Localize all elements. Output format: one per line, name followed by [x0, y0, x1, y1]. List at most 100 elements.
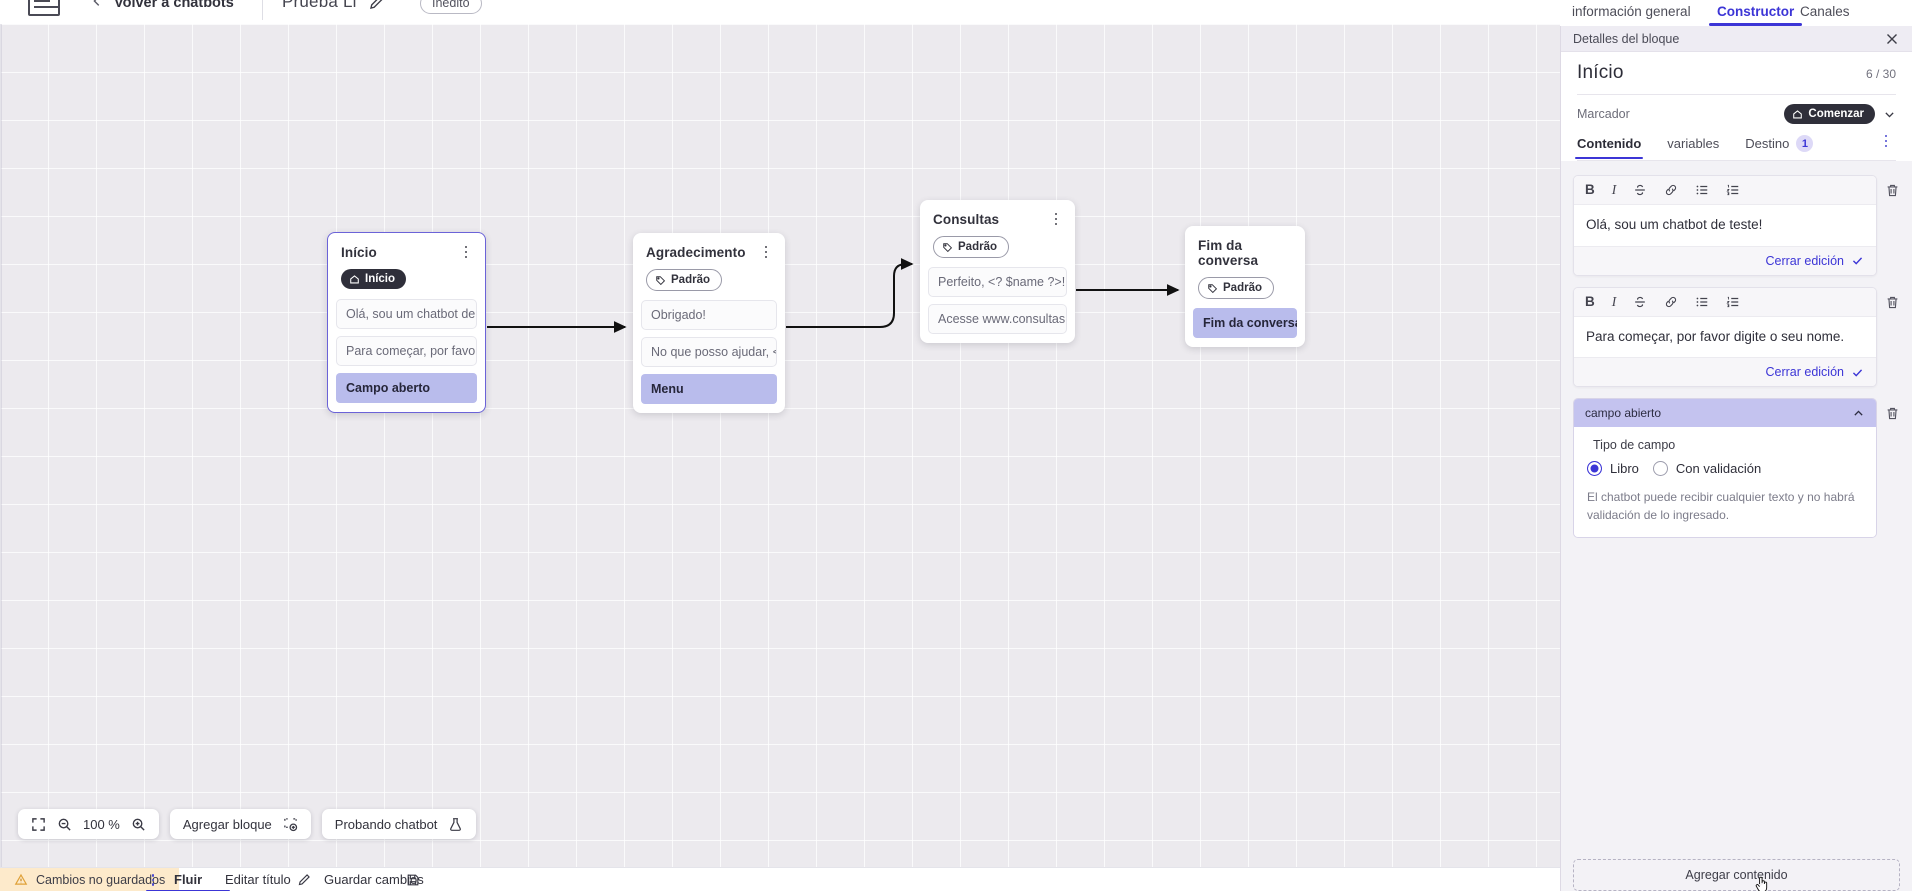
editor-text[interactable]: Para começar, por favor digite o seu nom… [1574, 316, 1876, 358]
rich-text-editor[interactable]: B I Olá, sou um chatbot de teste! Cerrar… [1573, 175, 1877, 276]
italic-icon[interactable]: I [1611, 182, 1617, 198]
node-message-selected[interactable]: Menu [641, 374, 777, 404]
node-body: Obrigado! No que posso ajudar, <? $name … [633, 291, 785, 413]
node-title: Agradecimento [646, 245, 746, 260]
kebab-menu-icon[interactable] [758, 244, 774, 260]
close-edit-label[interactable]: Cerrar edición [1765, 253, 1844, 268]
node-message[interactable]: Para começar, por favor digite o ... [336, 335, 477, 366]
radio-indicator[interactable] [1652, 461, 1668, 477]
destino-count-badge: 1 [1796, 135, 1814, 152]
node-message-selected[interactable]: Campo aberto [336, 372, 477, 403]
tab-destino-label: Destino [1745, 136, 1790, 151]
bullet-list-icon[interactable] [1695, 183, 1709, 197]
field-type-label: Tipo de campo [1593, 438, 1676, 453]
marker-control[interactable]: Comenzar [1784, 104, 1896, 124]
panel-tabs: Contenido variables Destino 1 [1574, 133, 1896, 160]
bold-icon[interactable]: B [1585, 182, 1595, 198]
node-message-selected[interactable]: Fim da conversa [1193, 308, 1297, 338]
check-icon[interactable] [1851, 366, 1864, 379]
flow-node-agradecimento[interactable]: Agradecimento Padrão Obrigado! No que po… [633, 233, 785, 413]
editor-text[interactable]: Olá, sou um chatbot de teste! [1574, 205, 1876, 246]
radio-label: Con validación [1675, 461, 1762, 477]
tab-contenido[interactable]: Contenido [1574, 136, 1644, 159]
add-block-button[interactable]: Agregar bloque [169, 809, 311, 839]
radio-option-libro[interactable]: Libro [1587, 461, 1639, 477]
field-card[interactable]: campo abierto Tipo de campo Libro [1573, 398, 1877, 539]
chevron-left-icon[interactable] [90, 0, 104, 8]
add-block-icon [284, 817, 297, 831]
tab-variables[interactable]: variables [1667, 136, 1719, 159]
add-content-button[interactable]: Agregar contenido [1573, 859, 1900, 891]
kebab-menu-icon[interactable] [1048, 211, 1064, 227]
divider [1577, 94, 1896, 95]
tab-informacion-general[interactable]: información general [1572, 4, 1691, 19]
flow-node-consultas[interactable]: Consultas Padrão Perfeito, <? $name ?>! … [920, 200, 1075, 343]
save-disk-icon[interactable] [406, 873, 420, 887]
field-header[interactable]: campo abierto [1574, 399, 1876, 428]
tab-fluir[interactable]: Fluir [145, 872, 231, 891]
numbered-list-icon[interactable] [1726, 183, 1740, 197]
flowbuilder-logo-icon[interactable] [28, 0, 60, 16]
trash-icon[interactable] [1885, 183, 1900, 198]
status-badge: Inédito [420, 0, 482, 14]
bold-icon[interactable]: B [1585, 293, 1595, 309]
editor-footer[interactable]: Cerrar edición [1574, 245, 1876, 275]
trash-icon[interactable] [1885, 295, 1900, 310]
tab-variables-label: variables [1667, 136, 1720, 151]
marker-value-chip[interactable]: Comenzar [1784, 104, 1875, 124]
radio-indicator[interactable] [1587, 461, 1602, 477]
editor-footer[interactable]: Cerrar edición [1574, 357, 1876, 387]
node-message[interactable]: Olá, sou um chatbot de teste! [336, 298, 477, 329]
close-icon[interactable] [1884, 31, 1900, 47]
node-message[interactable]: Obrigado! [641, 300, 777, 330]
kebab-menu-icon[interactable] [1878, 133, 1894, 149]
numbered-list-icon[interactable] [1726, 295, 1740, 309]
pencil-icon[interactable] [368, 0, 385, 11]
italic-icon[interactable]: I [1611, 293, 1617, 309]
link-icon[interactable] [1664, 295, 1678, 309]
kebab-menu-icon[interactable] [458, 244, 474, 260]
field-header-title: campo abierto [1585, 406, 1662, 421]
close-edit-label[interactable]: Cerrar edición [1765, 365, 1844, 380]
tab-constructor[interactable]: Constructor [1708, 5, 1803, 26]
flow-node-inicio[interactable]: Início Início Olá, sou um chatbot de tes… [327, 232, 486, 413]
kebab-menu-icon[interactable] [146, 873, 160, 887]
node-message[interactable]: Perfeito, <? $name ?>! [928, 267, 1067, 297]
rich-text-editor[interactable]: B I Para começar, por favor digite o seu… [1573, 286, 1877, 388]
canvas-left-edge [0, 24, 2, 867]
link-icon[interactable] [1664, 183, 1678, 197]
save-changes-button[interactable]: Guardar cambios [324, 872, 424, 887]
test-chatbot-button[interactable]: Probando chatbot [321, 809, 477, 839]
node-header: Início Início [328, 233, 485, 290]
char-count: 6 / 30 [1865, 67, 1896, 81]
flow-node-fim-da-conversa[interactable]: Fim da conversa Padrão Fim da conversa [1185, 226, 1305, 347]
radio-option-con-validacion[interactable]: Con validación [1652, 461, 1762, 477]
node-body: Perfeito, <? $name ?>! Acesse www.consul… [920, 258, 1075, 343]
node-title: Fim da conversa [1198, 238, 1259, 268]
zoom-in-icon[interactable] [131, 817, 146, 832]
chevron-down-icon[interactable] [1883, 108, 1896, 121]
unsaved-changes-label: Cambios no guardados [36, 873, 166, 887]
edit-title-button[interactable]: Editar título [225, 872, 291, 887]
marker-value-label: Comenzar [1808, 108, 1864, 120]
strikethrough-icon[interactable] [1633, 183, 1647, 197]
flow-canvas[interactable]: Início Início Olá, sou um chatbot de tes… [0, 24, 1560, 867]
panel-content: B I Olá, sou um chatbot de teste! Cerrar… [1561, 161, 1912, 843]
strikethrough-icon[interactable] [1633, 295, 1647, 309]
zoom-out-icon[interactable] [57, 817, 72, 832]
chevron-up-icon[interactable] [1852, 407, 1865, 420]
tab-canales[interactable]: Canales [1800, 4, 1850, 19]
bullet-list-icon[interactable] [1695, 295, 1709, 309]
pencil-icon[interactable] [297, 873, 311, 887]
back-to-chatbots-link[interactable]: Volver a chatbots [114, 0, 234, 11]
fit-screen-icon[interactable] [31, 817, 46, 832]
divider [1577, 160, 1896, 161]
trash-icon[interactable] [1885, 406, 1900, 421]
node-tag: Padrão [933, 236, 1009, 258]
check-icon[interactable] [1851, 254, 1864, 267]
unsaved-changes-indicator: Cambios no guardados [0, 868, 180, 891]
block-title: Início [1577, 62, 1624, 83]
node-message[interactable]: Acesse www.consultas.com par... [928, 304, 1067, 334]
tab-destino[interactable]: Destino 1 [1745, 135, 1814, 160]
node-message[interactable]: No que posso ajudar, <? $name ... [641, 337, 777, 367]
